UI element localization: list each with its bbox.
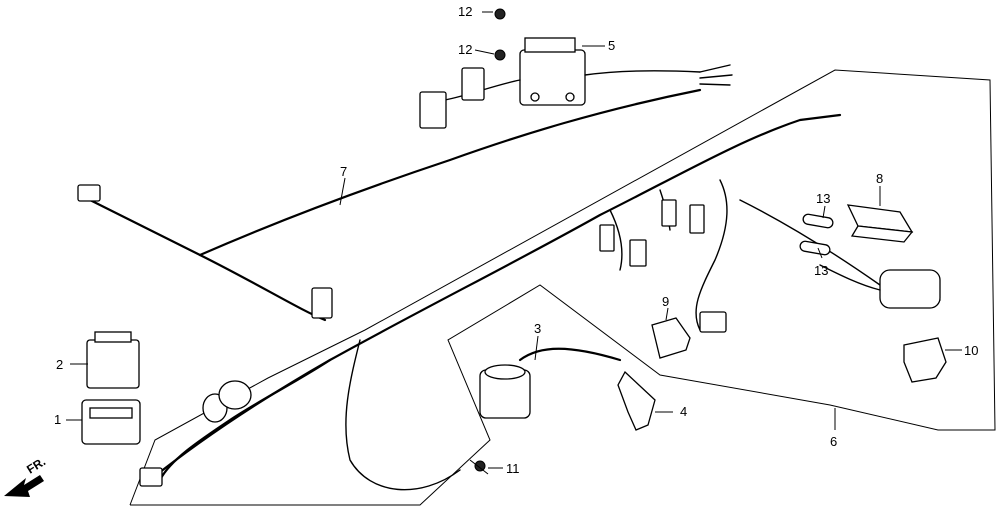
condenser	[819, 264, 941, 309]
callout-2: 2	[56, 357, 63, 372]
callout-1: 1	[54, 412, 61, 427]
rubber-cover-part-1	[81, 399, 141, 445]
ground-bolt-part-11	[469, 459, 489, 475]
callout-4: 4	[680, 404, 687, 419]
regulator-rectifier	[419, 37, 733, 129]
callout-6: 6	[830, 434, 837, 449]
callout-5: 5	[608, 38, 615, 53]
callout-8: 8	[876, 171, 883, 186]
callout-10: 10	[964, 343, 978, 358]
ignition-coil-part-3	[479, 347, 622, 419]
harness-connectors	[77, 184, 727, 487]
callout-12-lower: 12	[458, 42, 472, 57]
main-wire-harness	[88, 88, 941, 491]
bolts-part-12	[494, 8, 506, 61]
cover-part-10	[903, 337, 947, 383]
callout-12-top: 12	[458, 4, 472, 19]
leader-lines	[66, 11, 962, 469]
front-direction-arrow-icon: FR.	[4, 454, 48, 497]
callout-13-upper: 13	[816, 191, 830, 206]
callout-13-lower: 13	[814, 263, 828, 278]
callout-3: 3	[534, 321, 541, 336]
callout-9: 9	[662, 294, 669, 309]
direction-label: FR.	[24, 454, 48, 476]
callout-7: 7	[340, 164, 347, 179]
relay-part-2	[86, 331, 140, 389]
assembly-outline	[129, 69, 996, 506]
fuses-part-13	[799, 213, 834, 256]
callout-11: 11	[506, 461, 520, 476]
spark-plug-cap-part-4	[617, 370, 656, 431]
cap-part-9	[651, 317, 691, 359]
callout-numbers: 12 12 5 7 8 13 13 9 3 10 2 4 1 6 11	[54, 4, 978, 476]
fuse-box-part-8	[846, 204, 914, 243]
